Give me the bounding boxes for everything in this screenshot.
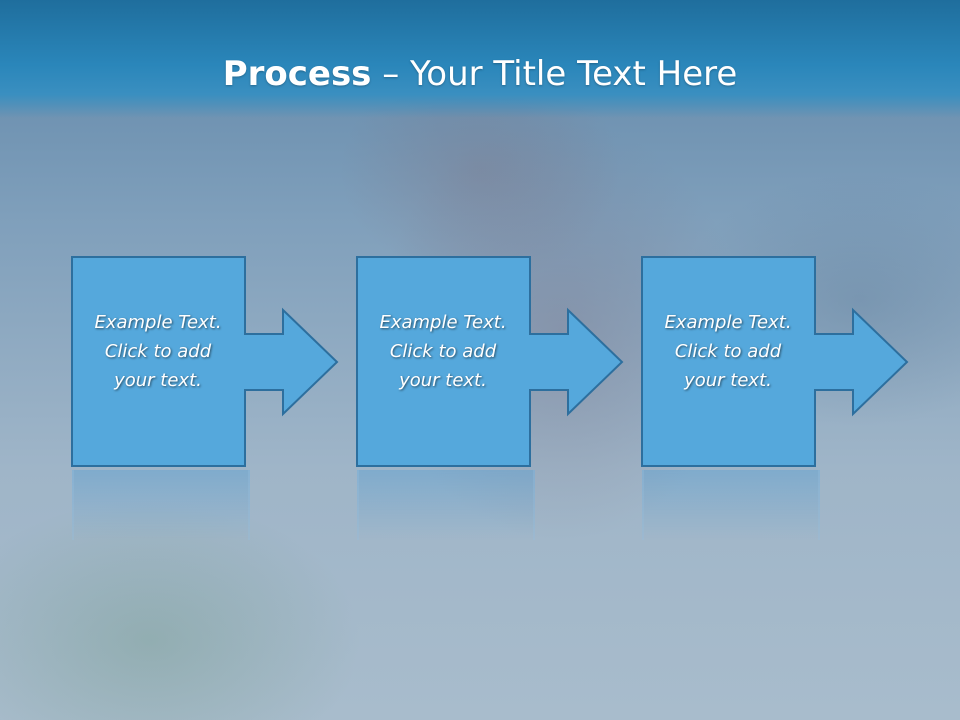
slide-title[interactable]: Process – Your Title Text Here (0, 52, 960, 96)
title-strong: Process (222, 54, 372, 94)
step-2-text: Example Text. Click to add your text. (379, 312, 507, 391)
step-2-arrow-shape (356, 256, 624, 467)
process-step-3[interactable]: Example Text. Click to add your text. (641, 256, 941, 468)
step-1-reflection (72, 470, 250, 540)
step-2-reflection (357, 470, 535, 540)
step-1-arrow-shape (71, 256, 339, 467)
process-step-1[interactable]: Example Text. Click to add your text. (71, 256, 371, 468)
step-3-text: Example Text. Click to add your text. (664, 312, 792, 391)
title-bar (0, 0, 960, 118)
step-3-arrow-shape (641, 256, 909, 467)
step-1-text: Example Text. Click to add your text. (94, 312, 222, 391)
step-3-reflection (642, 470, 820, 540)
title-rest: – Your Title Text Here (371, 54, 738, 94)
process-step-2[interactable]: Example Text. Click to add your text. (356, 256, 656, 468)
